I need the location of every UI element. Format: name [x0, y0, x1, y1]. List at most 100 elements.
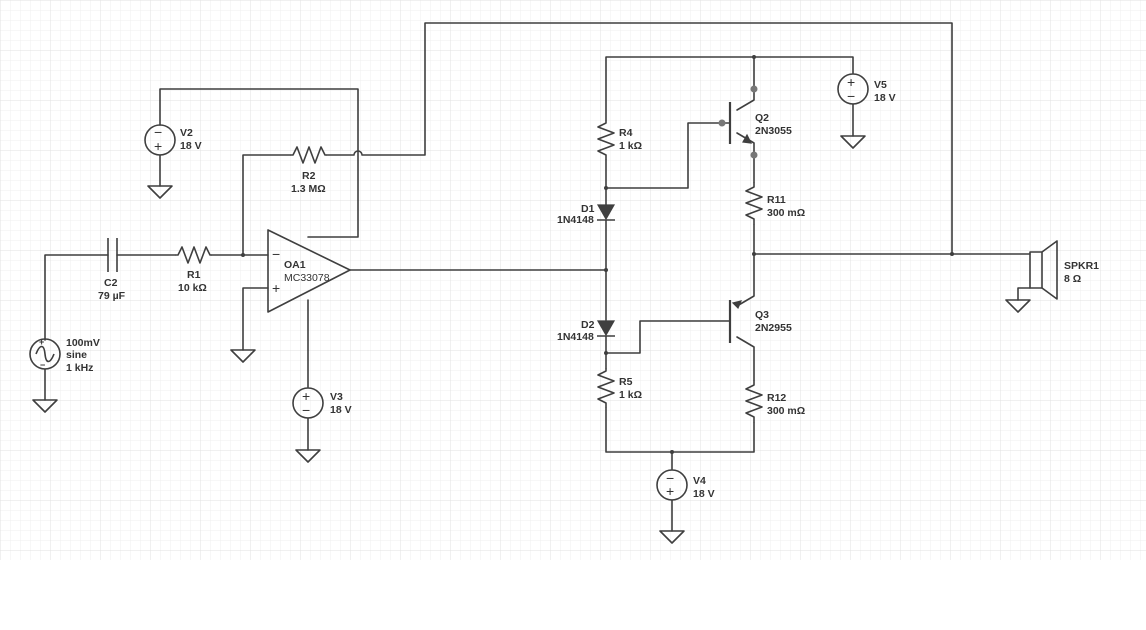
capacitor-c2[interactable]: C2 79 µF	[98, 238, 126, 302]
q3-name: Q3	[755, 309, 769, 321]
source-minus-sign: −	[40, 360, 45, 370]
wire-q2-collector[interactable]	[736, 56, 755, 111]
v2-name: V2	[180, 127, 193, 139]
diode-d1[interactable]: D1 1N4148	[557, 203, 616, 226]
wire-feedback-left[interactable]	[242, 154, 291, 256]
r12-value: 300 mΩ	[767, 405, 805, 417]
speaker-spkr1[interactable]: SPKR1 8 Ω	[1029, 240, 1099, 300]
r11-name: R11	[767, 194, 786, 206]
c2-value: 79 µF	[98, 290, 126, 302]
d2-name: D2	[581, 319, 595, 331]
junction-dot	[950, 252, 954, 256]
r4-value: 1 kΩ	[619, 140, 642, 152]
r11-value: 300 mΩ	[767, 207, 805, 219]
resistor-r11[interactable]: R11 300 mΩ	[745, 182, 805, 225]
terminal-dot	[750, 151, 758, 159]
ground-icon	[1005, 299, 1031, 313]
resistor-r4[interactable]: R4 1 kΩ	[597, 120, 642, 160]
r5-value: 1 kΩ	[619, 389, 642, 401]
r5-name: R5	[619, 376, 633, 388]
v5-value: 18 V	[874, 92, 896, 104]
v5-name: V5	[874, 79, 887, 91]
wire-spkr-ground[interactable]	[1017, 287, 1031, 301]
q2-value: 2N3055	[755, 125, 792, 137]
source-frequency: 1 kHz	[66, 362, 93, 374]
source-waveform: sine	[66, 349, 87, 361]
r1-name: R1	[187, 269, 201, 281]
wire-bottom-rail[interactable]	[605, 407, 755, 453]
junction-dot	[752, 55, 756, 59]
transistor-q2[interactable]: Q2 2N3055	[728, 102, 792, 144]
junction-dot	[604, 186, 608, 190]
v4-value: 18 V	[693, 488, 715, 500]
source-plus-sign: +	[39, 337, 44, 347]
voltage-source-v5[interactable]: + − V5 18 V	[837, 73, 896, 105]
d1-name: D1	[581, 203, 595, 215]
svg-text:−: −	[302, 402, 310, 418]
ground-icon	[32, 399, 58, 413]
oa1-plus: +	[272, 280, 280, 296]
diode-d2[interactable]: D2 1N4148	[557, 319, 616, 343]
ac-source[interactable]: + − 100mV sine 1 kHz	[29, 337, 100, 401]
ground-icon	[230, 349, 256, 363]
ground-icon	[659, 530, 685, 544]
resistor-r2[interactable]: R2 1.3 MΩ	[290, 146, 327, 195]
v4-name: V4	[693, 475, 706, 487]
ground-icon	[147, 185, 173, 199]
svg-text:+: +	[302, 388, 310, 404]
terminal-dot	[750, 85, 758, 93]
ground-icon	[295, 449, 321, 463]
wire-v2-supply[interactable]	[159, 88, 359, 238]
c2-name: C2	[104, 277, 118, 289]
wire-output-to-q3[interactable]	[736, 253, 755, 307]
q3-value: 2N2955	[755, 322, 792, 334]
wire-d2-to-q3-base[interactable]	[605, 320, 731, 354]
r1-value: 10 kΩ	[178, 282, 207, 294]
voltage-source-v4[interactable]: − + V4 18 V	[656, 469, 715, 501]
junction-dot	[604, 351, 608, 355]
svg-text:+: +	[847, 74, 855, 90]
v3-value: 18 V	[330, 404, 352, 416]
ground-icon	[840, 135, 866, 149]
transistor-q3[interactable]: Q3 2N2955	[728, 300, 792, 343]
oa1-name: OA1	[284, 259, 306, 271]
resistor-r12[interactable]: R12 300 mΩ	[745, 380, 805, 423]
wire-source-to-c2[interactable]	[44, 254, 109, 341]
wire-top-rail[interactable]	[605, 56, 854, 121]
wire-q3-collector[interactable]	[736, 336, 755, 381]
resistor-r5[interactable]: R5 1 kΩ	[597, 368, 642, 408]
svg-text:+: +	[154, 138, 162, 154]
v2-value: 18 V	[180, 140, 202, 152]
resistor-r1[interactable]: R1 10 kΩ	[175, 246, 212, 294]
junction-dot	[604, 268, 608, 272]
opamp-oa1[interactable]: − + OA1 MC33078	[267, 229, 351, 313]
r12-name: R12	[767, 392, 786, 404]
oa1-value: MC33078	[284, 272, 330, 284]
v3-name: V3	[330, 391, 343, 403]
svg-text:−: −	[666, 470, 674, 486]
voltage-source-v3[interactable]: + − V3 18 V	[292, 387, 352, 419]
junction-dot	[670, 450, 674, 454]
junction-dot	[241, 253, 245, 257]
wires	[44, 22, 1031, 532]
r4-name: R4	[619, 127, 633, 139]
grid-background	[0, 0, 1146, 560]
r2-value: 1.3 MΩ	[291, 183, 326, 195]
d1-value: 1N4148	[557, 214, 594, 226]
svg-text:−: −	[847, 88, 855, 104]
junction-dot	[752, 252, 756, 256]
junctions	[241, 55, 954, 454]
svg-text:+: +	[666, 483, 674, 499]
wire-feedback-right[interactable]	[326, 22, 953, 255]
spkr1-name: SPKR1	[1064, 260, 1099, 272]
wire-noninv-ground[interactable]	[242, 287, 269, 351]
terminal-dot	[718, 119, 726, 127]
q2-name: Q2	[755, 112, 769, 124]
voltage-source-v2[interactable]: − + V2 18 V	[144, 124, 202, 156]
source-amplitude: 100mV	[66, 337, 100, 349]
spkr1-value: 8 Ω	[1064, 273, 1081, 285]
r2-name: R2	[302, 170, 316, 182]
svg-text:−: −	[154, 124, 162, 140]
